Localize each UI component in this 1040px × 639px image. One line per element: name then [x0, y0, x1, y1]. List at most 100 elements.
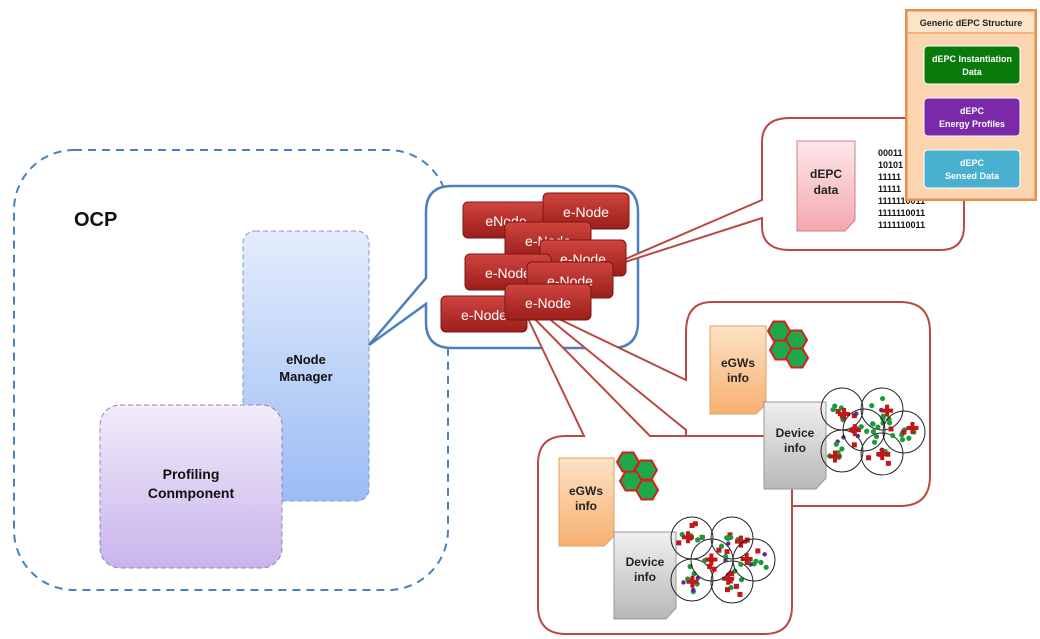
- gateway-hexagons-upper: [766, 320, 810, 369]
- enode-label: e-Node: [563, 204, 609, 220]
- device-square-icon: [707, 564, 713, 570]
- device-dot-icon: [758, 559, 764, 566]
- binary-line: 1111110011: [878, 208, 925, 218]
- egws-info-label-upper-2: info: [727, 371, 749, 385]
- device-dot-icon: [724, 535, 730, 541]
- device-square-icon: [755, 548, 761, 554]
- device-info-doc-icon-upper: [763, 401, 827, 490]
- enode-label: e-Node: [485, 265, 531, 281]
- device-cross-icon: [722, 572, 735, 585]
- enode-label: e-Node: [461, 307, 507, 323]
- device-dot-icon: [833, 441, 839, 447]
- device-dot-icon: [886, 416, 892, 422]
- egws-info-label-lower-1: eGWs: [569, 484, 603, 498]
- legend-header-bg: [908, 12, 1034, 32]
- device-cluster-circle: [860, 432, 904, 476]
- device-square-icon: [851, 413, 857, 419]
- device-square-icon: [888, 426, 894, 432]
- device-info-label-upper-2: info: [784, 441, 806, 455]
- device-dot-icon: [890, 432, 896, 439]
- device-cluster-circle: [710, 516, 754, 560]
- binary-line: 10101: [878, 160, 903, 170]
- enode-manager-label-1: eNode: [286, 352, 326, 367]
- device-square-icon: [835, 408, 841, 414]
- binary-line: 1111110011: [878, 196, 925, 206]
- egws-info-doc-icon-upper: [709, 325, 767, 415]
- device-dot-icon: [748, 562, 753, 567]
- legend-item-label-2: Data: [962, 67, 983, 77]
- device-square-icon: [692, 521, 698, 527]
- device-dot-icon: [839, 446, 845, 452]
- device-dot-icon: [763, 564, 769, 570]
- device-cross-icon: [848, 424, 861, 437]
- enode-2[interactable]: e-Node: [542, 192, 630, 230]
- device-dot-icon: [864, 428, 870, 434]
- enode-8[interactable]: e-Node: [504, 283, 592, 321]
- device-cluster-circle: [710, 560, 754, 604]
- device-dot-icon: [738, 577, 745, 583]
- device-square-icon: [901, 429, 907, 435]
- device-dot-icon: [873, 433, 880, 440]
- profiling-label-2: Conmponent: [148, 485, 235, 501]
- device-dot-icon: [869, 403, 875, 409]
- binary-line: 1111110011: [878, 220, 925, 230]
- device-dot-icon: [875, 424, 881, 430]
- gateway-hexagon-icon: [784, 347, 810, 369]
- enode-box: [504, 283, 592, 321]
- device-cross-icon: [876, 448, 889, 461]
- device-dot-icon: [879, 395, 886, 402]
- legend-item-label-2: Energy Profiles: [939, 119, 1005, 129]
- legend-swatch: [923, 149, 1021, 189]
- device-dot-icon: [854, 411, 859, 416]
- device-square-icon: [733, 583, 739, 589]
- device-cross-icon: [740, 552, 753, 565]
- device-dot-icon: [870, 421, 876, 427]
- device-square-icon: [885, 460, 891, 466]
- device-dot-icon: [880, 413, 886, 419]
- device-square-icon: [866, 455, 872, 461]
- depc-doc-label-1: dEPC: [810, 167, 842, 181]
- device-dot-icon: [694, 537, 701, 543]
- legend-item-label-1: dEPC: [960, 106, 985, 116]
- device-dot-icon: [858, 424, 864, 430]
- device-dot-icon: [906, 435, 912, 441]
- device-clusters-upper: [820, 387, 926, 476]
- device-cross-icon: [705, 553, 718, 566]
- device-dot-icon: [681, 580, 686, 585]
- device-cluster-circle: [690, 538, 734, 582]
- device-square-icon: [851, 442, 857, 448]
- depc-doc-label-2: data: [814, 183, 839, 197]
- device-square-icon: [727, 578, 733, 584]
- device-dot-icon: [870, 429, 877, 435]
- gateway-hexagon-icon: [634, 479, 660, 501]
- device-cross-icon: [681, 531, 694, 544]
- device-cluster-circle: [842, 408, 886, 452]
- device-square-icon: [729, 571, 735, 577]
- device-square-icon: [716, 547, 722, 553]
- enode-manager-label-2: Manager: [279, 369, 332, 384]
- device-cross-icon: [829, 450, 842, 463]
- device-cross-icon: [838, 408, 851, 421]
- egws-info-doc-icon-lower: [558, 457, 615, 547]
- device-dot-icon: [722, 553, 729, 560]
- device-square-icon: [689, 522, 695, 528]
- gateway-hexagons-lower: [615, 451, 660, 501]
- legend-swatch: [923, 97, 1021, 137]
- device-dot-icon: [738, 561, 744, 567]
- device-dot-icon: [899, 437, 906, 443]
- device-info-doc-icon-lower: [613, 531, 677, 620]
- device-square-icon: [737, 591, 743, 597]
- device-cross-icon: [881, 404, 894, 417]
- profiling-component-box[interactable]: [99, 404, 283, 569]
- depc-data-doc-icon: [796, 140, 856, 232]
- egws-info-label-upper-1: eGWs: [721, 356, 755, 370]
- egws-info-label-lower-2: info: [575, 499, 597, 513]
- ocp-title: OCP: [74, 209, 117, 231]
- enode-label: e-Node: [525, 295, 571, 311]
- device-clusters-lower: [670, 516, 776, 604]
- device-info-label-lower-1: Device: [626, 555, 665, 569]
